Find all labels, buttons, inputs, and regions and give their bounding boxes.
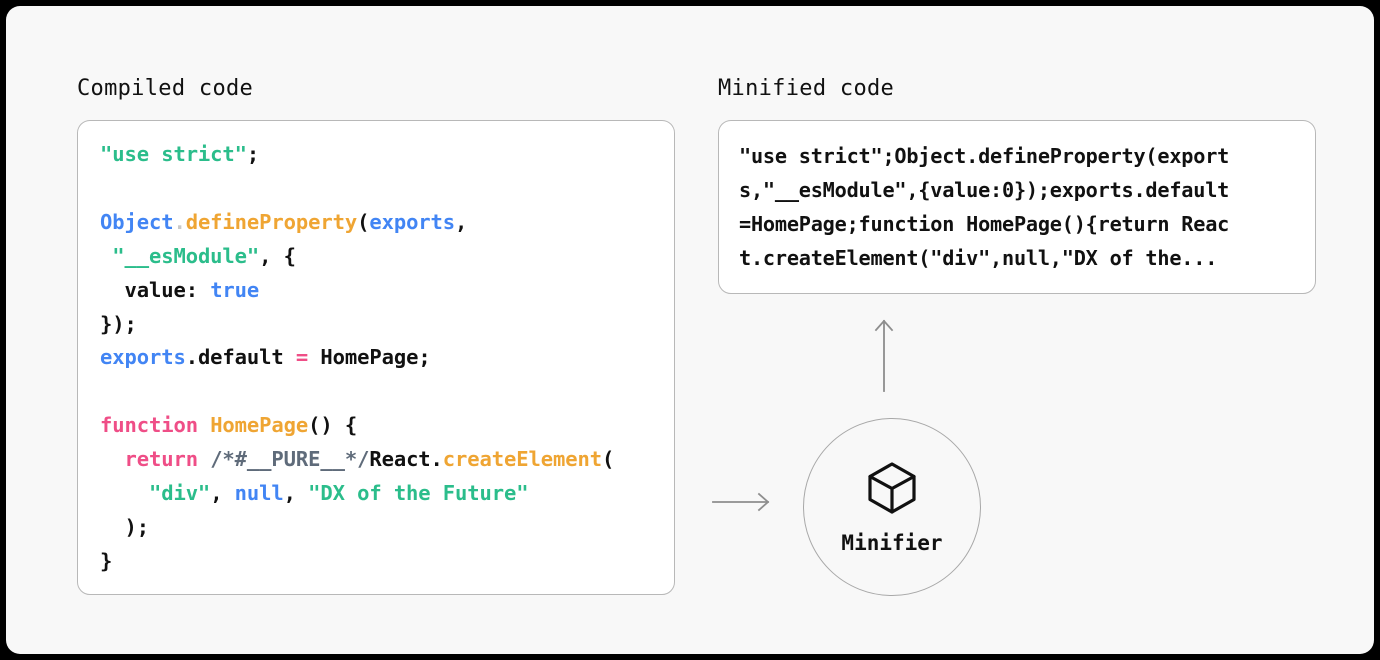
diagram-frame: Compiled code "use strict"; Object.defin… [6,6,1374,654]
code-line: return /*#__PURE__*/React.createElement( [100,443,652,477]
code-token: } [100,548,113,573]
arrow-up-icon [874,319,894,392]
code-token: return [124,447,198,472]
code-line: "div", null, "DX of the Future" [100,477,652,511]
code-token: "__esModule" [112,243,260,268]
code-line: t.createElement("div",null,"DX of the... [739,246,1218,270]
code-line: "__esModule", { [100,240,652,274]
code-token [100,244,112,268]
code-token: ; [246,142,260,166]
code-token: }); [100,311,137,336]
code-token [198,413,210,437]
code-line: exports.default = HomePage; [100,341,652,375]
code-token: "DX of the Future" [308,481,529,506]
minifier-node: Minifier [803,418,981,596]
code-token: .default [185,345,296,370]
code-token: null [234,481,284,506]
code-token: , [455,209,468,234]
code-token: , [283,481,309,506]
code-token: "use strict" [100,142,247,166]
code-line: s,"__esModule",{value:0});exports.defaul… [739,178,1230,202]
code-token: () { [308,413,358,438]
code-line: function HomePage() { [100,409,652,443]
code-token: ( [357,209,370,234]
code-token: function [100,413,198,438]
code-token: , { [259,243,296,268]
code-line: "use strict";Object.defineProperty(expor… [739,144,1230,168]
cube-icon [868,462,916,514]
code-token: createElement [442,447,602,472]
code-token: HomePage [210,413,309,438]
code-line: Object.defineProperty(exports, [100,206,652,240]
minified-code-card: "use strict";Object.defineProperty(expor… [718,120,1316,294]
minifier-label: Minifier [841,531,943,555]
code-token: . [173,209,186,234]
arrow-right-icon [712,492,770,512]
code-token: ); [100,514,149,539]
code-token [198,447,210,471]
code-token: exports [369,209,456,234]
code-token: defineProperty [185,209,358,234]
code-token: /*#__PURE__*/ [210,447,370,472]
code-token: React. [369,447,443,472]
code-line: ); [100,511,652,545]
minified-code-body: "use strict";Object.defineProperty(expor… [739,139,1295,275]
code-token: Object [100,209,174,234]
code-token: true [210,277,260,302]
code-line [100,172,652,206]
code-line [100,375,652,409]
minified-code-heading: Minified code [718,76,895,101]
code-token: ( [601,447,615,472]
compiled-code-card: "use strict"; Object.defineProperty(expo… [77,120,675,595]
code-line: value: true [100,274,652,308]
code-token [100,481,149,505]
code-line: } [100,545,652,579]
code-token: exports [100,345,186,370]
code-line: }); [100,308,652,342]
code-token: , [210,481,235,506]
code-token: = [295,345,309,370]
compiled-code-body: "use strict"; Object.defineProperty(expo… [100,138,652,579]
code-line: =HomePage;function HomePage(){return Rea… [739,212,1230,236]
code-token: value: [100,277,211,302]
compiled-code-heading: Compiled code [77,76,254,101]
code-token: "div" [148,481,211,506]
code-token [100,447,124,471]
code-token: HomePage; [308,345,431,370]
code-line: "use strict"; [100,138,652,172]
